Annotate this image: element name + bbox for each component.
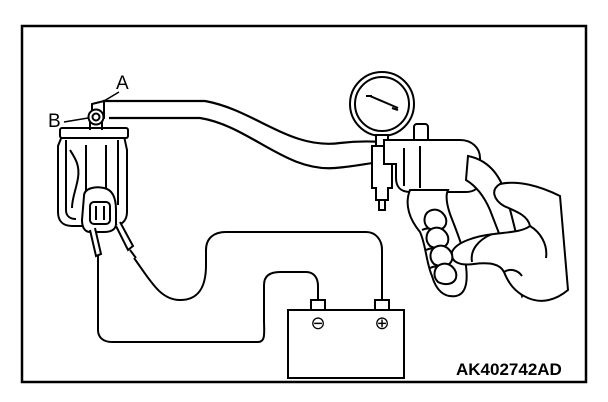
label-b: B: [48, 111, 61, 132]
figure-code: AK402742AD: [456, 360, 562, 379]
battery-negative-symbol: ⊖: [310, 313, 325, 333]
label-b-leader: [63, 117, 89, 123]
test-probes: [89, 221, 137, 264]
battery-negative-post: [310, 299, 326, 311]
battery-positive-symbol: ⊕: [374, 313, 389, 333]
vacuum-gauge: [349, 71, 415, 148]
battery-positive-post: [374, 299, 390, 311]
hand: [423, 181, 570, 302]
battery: [287, 299, 405, 379]
vacuum-hose: [103, 99, 385, 170]
wire-harness: [97, 231, 383, 343]
label-a: A: [116, 73, 129, 94]
label-a-leader: [103, 91, 120, 102]
diagram-border: [20, 24, 588, 384]
solenoid-valve: [57, 99, 129, 233]
